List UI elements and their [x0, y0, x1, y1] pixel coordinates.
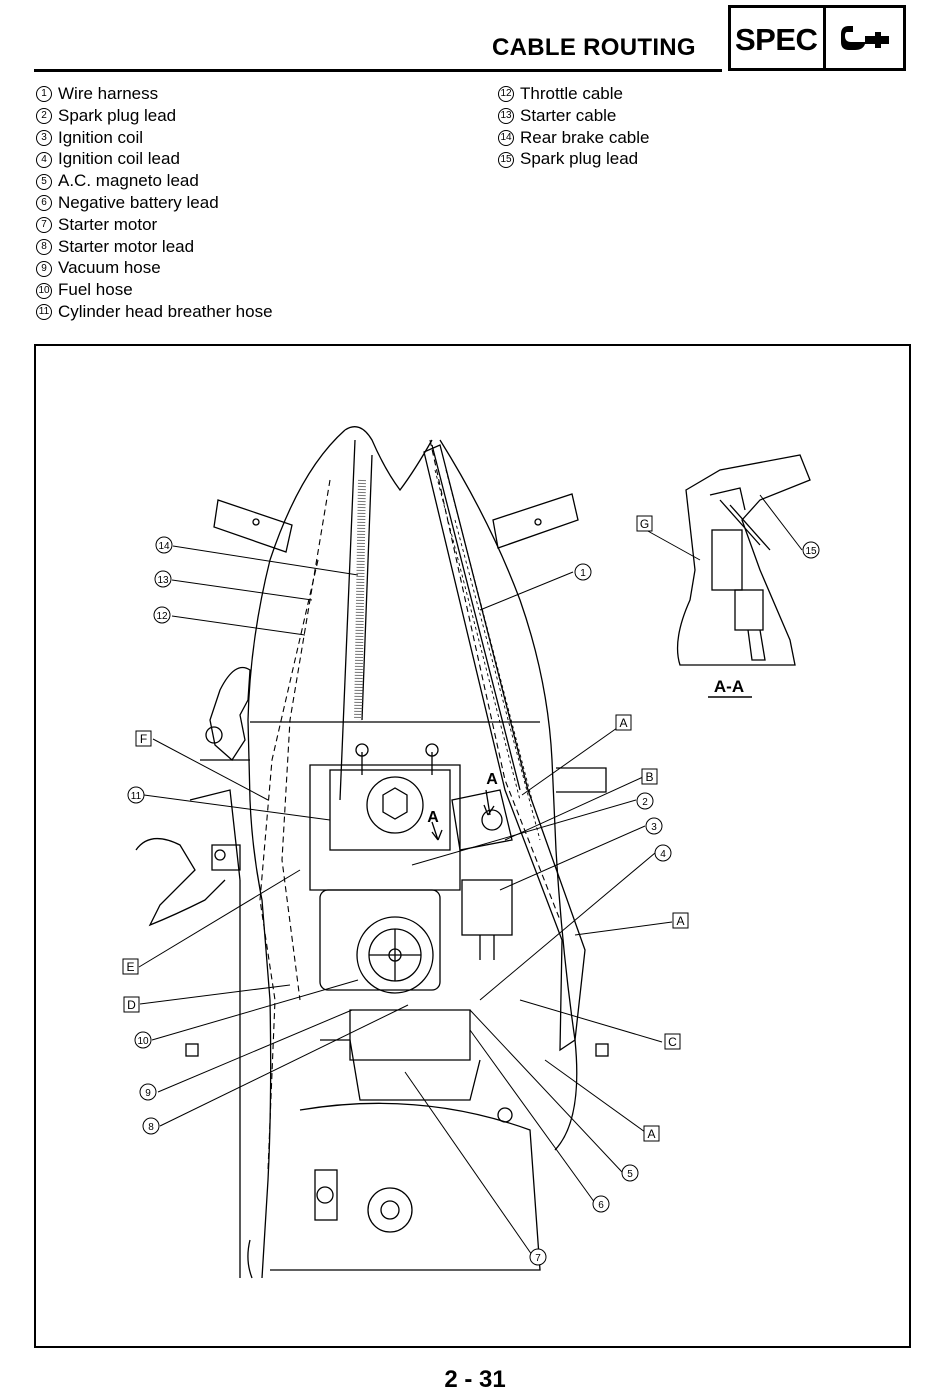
svg-text:B: B [645, 770, 653, 784]
section-label: A-A [714, 677, 744, 696]
page-title: CABLE ROUTING [492, 34, 696, 61]
header-rule [34, 69, 722, 72]
view-marker-a-lower: A [427, 809, 439, 826]
number-callouts [127, 536, 820, 1266]
svg-text:13: 13 [157, 575, 169, 586]
callout-14 [155, 536, 173, 554]
letter-callouts [122, 515, 689, 1142]
callout-12 [153, 606, 171, 624]
svg-text:8: 8 [148, 1122, 154, 1133]
svg-text:14: 14 [158, 541, 170, 552]
svg-text:5: 5 [627, 1169, 633, 1180]
chassis-outline [135, 426, 607, 1279]
callout-5 [621, 1164, 639, 1182]
svg-text:A: A [647, 1127, 655, 1141]
callout-1 [574, 563, 592, 581]
leader-lines [138, 494, 803, 1256]
svg-text:G: G [640, 517, 649, 531]
svg-text:2: 2 [642, 797, 648, 808]
svg-text:15: 15 [805, 546, 817, 557]
diagram-frame [34, 344, 911, 1348]
callout-10 [134, 1031, 152, 1049]
callout-13 [154, 570, 172, 588]
callout-15 [802, 541, 820, 559]
svg-text:E: E [126, 960, 134, 974]
callout-11 [127, 786, 145, 804]
svg-text:4: 4 [660, 849, 666, 860]
svg-text:1: 1 [580, 568, 586, 579]
callout-2 [636, 792, 654, 810]
engine-block [185, 743, 609, 1233]
svg-text:9: 9 [145, 1088, 151, 1099]
spanner-icon [841, 26, 889, 50]
svg-text:C: C [668, 1035, 677, 1049]
spec-badge-divider [823, 8, 826, 68]
callout-7 [529, 1248, 547, 1266]
svg-text:A: A [676, 914, 684, 928]
callout-8 [142, 1117, 160, 1135]
callout-4 [654, 844, 672, 862]
svg-text:10: 10 [137, 1036, 149, 1047]
page-number: 2 - 31 [444, 1366, 506, 1393]
svg-text:F: F [140, 732, 147, 746]
svg-text:D: D [127, 998, 136, 1012]
section-a-a-inset [676, 454, 811, 666]
rear-brake-cable [354, 479, 366, 721]
number-callout-labels: 14 13 12 1 15 2 3 4 11 10 9 8 5 6 7 [131, 541, 817, 1264]
svg-text:12: 12 [156, 611, 168, 622]
callout-3 [645, 817, 663, 835]
svg-text:3: 3 [651, 822, 657, 833]
callout-6 [592, 1195, 610, 1213]
svg-text:A: A [619, 716, 627, 730]
svg-text:6: 6 [598, 1200, 604, 1211]
spec-badge-label: SPEC [735, 22, 818, 57]
callout-9 [139, 1083, 157, 1101]
wire-harness-band [423, 444, 586, 1052]
letter-callout-labels: G A B A C A F E D [126, 517, 684, 1141]
view-marker-arrows [431, 789, 495, 841]
view-marker-a-upper: A [486, 771, 498, 788]
spec-badge: SPEC [728, 5, 906, 71]
svg-text:7: 7 [535, 1253, 541, 1264]
svg-text:11: 11 [131, 791, 142, 802]
